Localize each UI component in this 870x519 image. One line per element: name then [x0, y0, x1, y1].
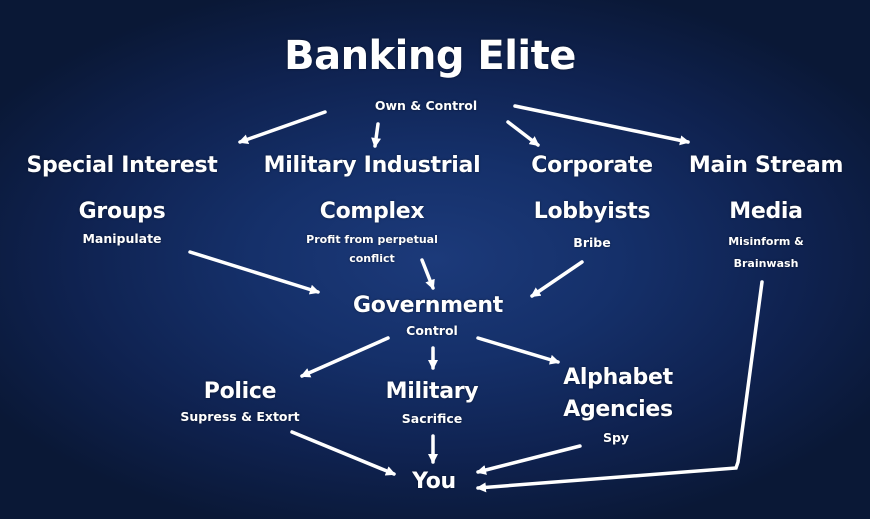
node-alphabet-action: Spy — [602, 430, 630, 445]
node-you-label: You — [412, 469, 456, 494]
node-military-industrial-line2: Complex — [319, 199, 425, 224]
arrow-alphabet-to-you — [476, 444, 582, 475]
node-military-label: Military — [385, 379, 479, 404]
node-special-interest-action: Manipulate — [82, 231, 162, 246]
arrow-special-interest-to-government — [188, 250, 320, 295]
arrow-elite-to-special-interest — [238, 110, 327, 145]
arrow-corporate-to-government — [530, 260, 584, 298]
arrow-military-industrial-to-government — [420, 258, 435, 290]
node-alphabet-line1: Alphabet — [563, 365, 673, 390]
arrow-police-to-you — [290, 430, 396, 476]
node-government-label: Government — [353, 293, 503, 318]
node-special-interest-line1: Special Interest — [26, 153, 218, 178]
node-corporate-action: Bribe — [573, 235, 611, 250]
node-media-action-line1: Misinform & — [728, 235, 804, 248]
node-military-industrial-line1: Military Industrial — [263, 153, 481, 178]
arrow-elite-to-military-industrial — [371, 122, 382, 148]
arrow-government-to-police — [300, 336, 390, 378]
arrow-media-to-you — [476, 280, 764, 493]
node-media-line1: Main Stream — [688, 153, 844, 178]
top-relation-label: Own & Control — [374, 98, 478, 113]
node-corporate-line1: Corporate — [531, 153, 653, 178]
node-corporate-line2: Lobbyists — [533, 199, 651, 224]
diagram-title: Banking Elite — [284, 33, 576, 79]
node-military-industrial-action-line2: conflict — [349, 252, 395, 265]
node-military-action: Sacrifice — [401, 411, 463, 426]
arrow-elite-to-corporate — [506, 120, 540, 147]
node-police-label: Police — [203, 379, 277, 404]
node-special-interest-line2: Groups — [78, 199, 166, 224]
node-police-action: Supress & Extort — [180, 409, 300, 424]
node-media-action-line2: Brainwash — [733, 257, 799, 270]
arrow-elite-to-media — [513, 104, 690, 146]
arrow-government-to-alphabet — [476, 336, 560, 365]
node-alphabet-line2: Agencies — [563, 397, 673, 422]
node-military-industrial-action-line1: Profit from perpetual — [306, 233, 438, 246]
node-media-line2: Media — [729, 199, 803, 224]
node-government-action: Control — [406, 323, 458, 338]
